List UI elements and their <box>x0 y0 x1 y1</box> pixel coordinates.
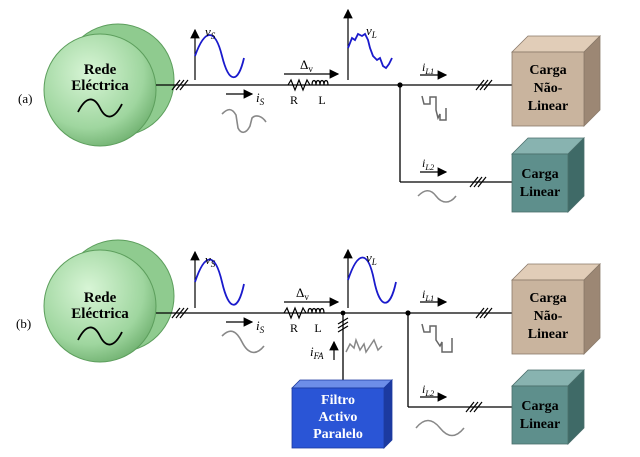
ifa-waveform <box>345 337 383 354</box>
load-nl-label-a-1: Carga <box>529 63 566 78</box>
il1-waveform-b <box>421 323 453 353</box>
load-lin-label-a-2: Linear <box>520 185 560 200</box>
filter-label-1: Filtro <box>321 393 355 408</box>
active-filter: Filtro Activo Paralelo <box>291 379 393 449</box>
il2-waveform-a <box>417 190 457 203</box>
load-nl-label-b-2: Não- <box>534 309 563 324</box>
nonlinear-load-b: Carga Não- Linear <box>511 263 601 355</box>
linear-load-b: Carga Linear <box>511 369 585 445</box>
grid-label-a-1: Rede <box>84 62 117 78</box>
grid-label-b-2: Eléctrica <box>71 306 129 322</box>
delta-label-b: Δv <box>296 285 309 302</box>
nonlinear-load-a: Carga Não- Linear <box>511 35 601 127</box>
is-arrow-a: iS <box>221 89 267 134</box>
phase-ticks-b3 <box>465 401 483 413</box>
filter-label-2: Activo <box>319 410 358 425</box>
il1-a: iL1 <box>420 60 448 121</box>
inductor-icon-b <box>307 307 325 314</box>
resistor-icon-a <box>287 78 311 92</box>
il2-label-b: iL2 <box>422 382 434 398</box>
vs-label-b: vS <box>205 252 216 269</box>
il2-waveform-b <box>415 419 465 437</box>
il2-label-a: iL2 <box>422 156 434 172</box>
inductor-icon-a <box>311 79 329 86</box>
l-label-a: L <box>318 93 325 107</box>
delta-label-a: Δv <box>300 57 313 74</box>
r-label-b: R <box>290 321 298 335</box>
load-lin-label-a-1: Carga <box>521 167 558 182</box>
load-lin-label-b-2: Linear <box>520 417 560 432</box>
is-waveform-b <box>221 330 265 354</box>
grid-label-a-2: Eléctrica <box>71 78 129 94</box>
vl-label-a: vL <box>366 23 377 40</box>
load-lin-label-b-1: Carga <box>521 399 558 414</box>
load-nl-label-a-2: Não- <box>534 81 563 96</box>
grid-source-b: Rede Eléctrica <box>43 239 175 363</box>
sine-icon-a <box>77 98 123 118</box>
il1-waveform-a <box>421 95 447 121</box>
phase-ticks-b1 <box>171 307 189 319</box>
vl-waveform-b: vL <box>343 248 397 308</box>
il2-a: iL2 <box>417 156 457 203</box>
panel-a-label: (a) <box>18 91 32 106</box>
grid-label-b-1: Rede <box>84 290 117 306</box>
vs-waveform-a: vS <box>190 24 245 80</box>
phase-ticks-b2 <box>475 307 493 319</box>
panel-a: (a) Rede Eléctrica vS iS <box>18 8 601 213</box>
delta-v-a: Δv <box>284 57 340 79</box>
vl-waveform-a: vL <box>343 8 393 80</box>
filter-label-3: Paralelo <box>313 427 363 442</box>
load-nl-label-b-1: Carga <box>529 291 566 306</box>
ifa-arrow: iFA <box>310 340 339 361</box>
ifa-label: iFA <box>310 344 324 361</box>
il1-label-a: iL1 <box>422 60 434 76</box>
linear-load-a: Carga Linear <box>511 137 585 213</box>
phase-ticks-a2 <box>475 79 493 91</box>
grid-source-a: Rede Eléctrica <box>43 23 175 147</box>
il1-b: iL1 <box>420 287 453 353</box>
delta-v-b: Δv <box>284 285 340 307</box>
vs-waveform-b: vS <box>190 250 245 308</box>
sine-icon-b <box>77 326 123 346</box>
is-waveform-a <box>221 108 267 134</box>
panel-b-label: (b) <box>16 316 31 331</box>
il1-label-b: iL1 <box>422 287 434 303</box>
vs-label-a: vS <box>205 24 216 41</box>
il2-b: iL2 <box>415 382 465 437</box>
load-nl-label-a-3: Linear <box>528 99 568 114</box>
phase-ticks-a3 <box>469 176 487 188</box>
panel-b: (b) Rede Eléctrica vS iS Δv <box>16 239 601 449</box>
resistor-icon-b <box>283 306 307 320</box>
l-label-b: L <box>314 321 321 335</box>
phase-ticks-a1 <box>171 79 189 91</box>
load-nl-label-b-3: Linear <box>528 327 568 342</box>
is-label-b: iS <box>256 318 265 335</box>
is-label-a: iS <box>256 90 265 107</box>
r-label-a: R <box>290 93 298 107</box>
is-arrow-b: iS <box>221 317 265 354</box>
vl-label-b: vL <box>366 250 377 267</box>
